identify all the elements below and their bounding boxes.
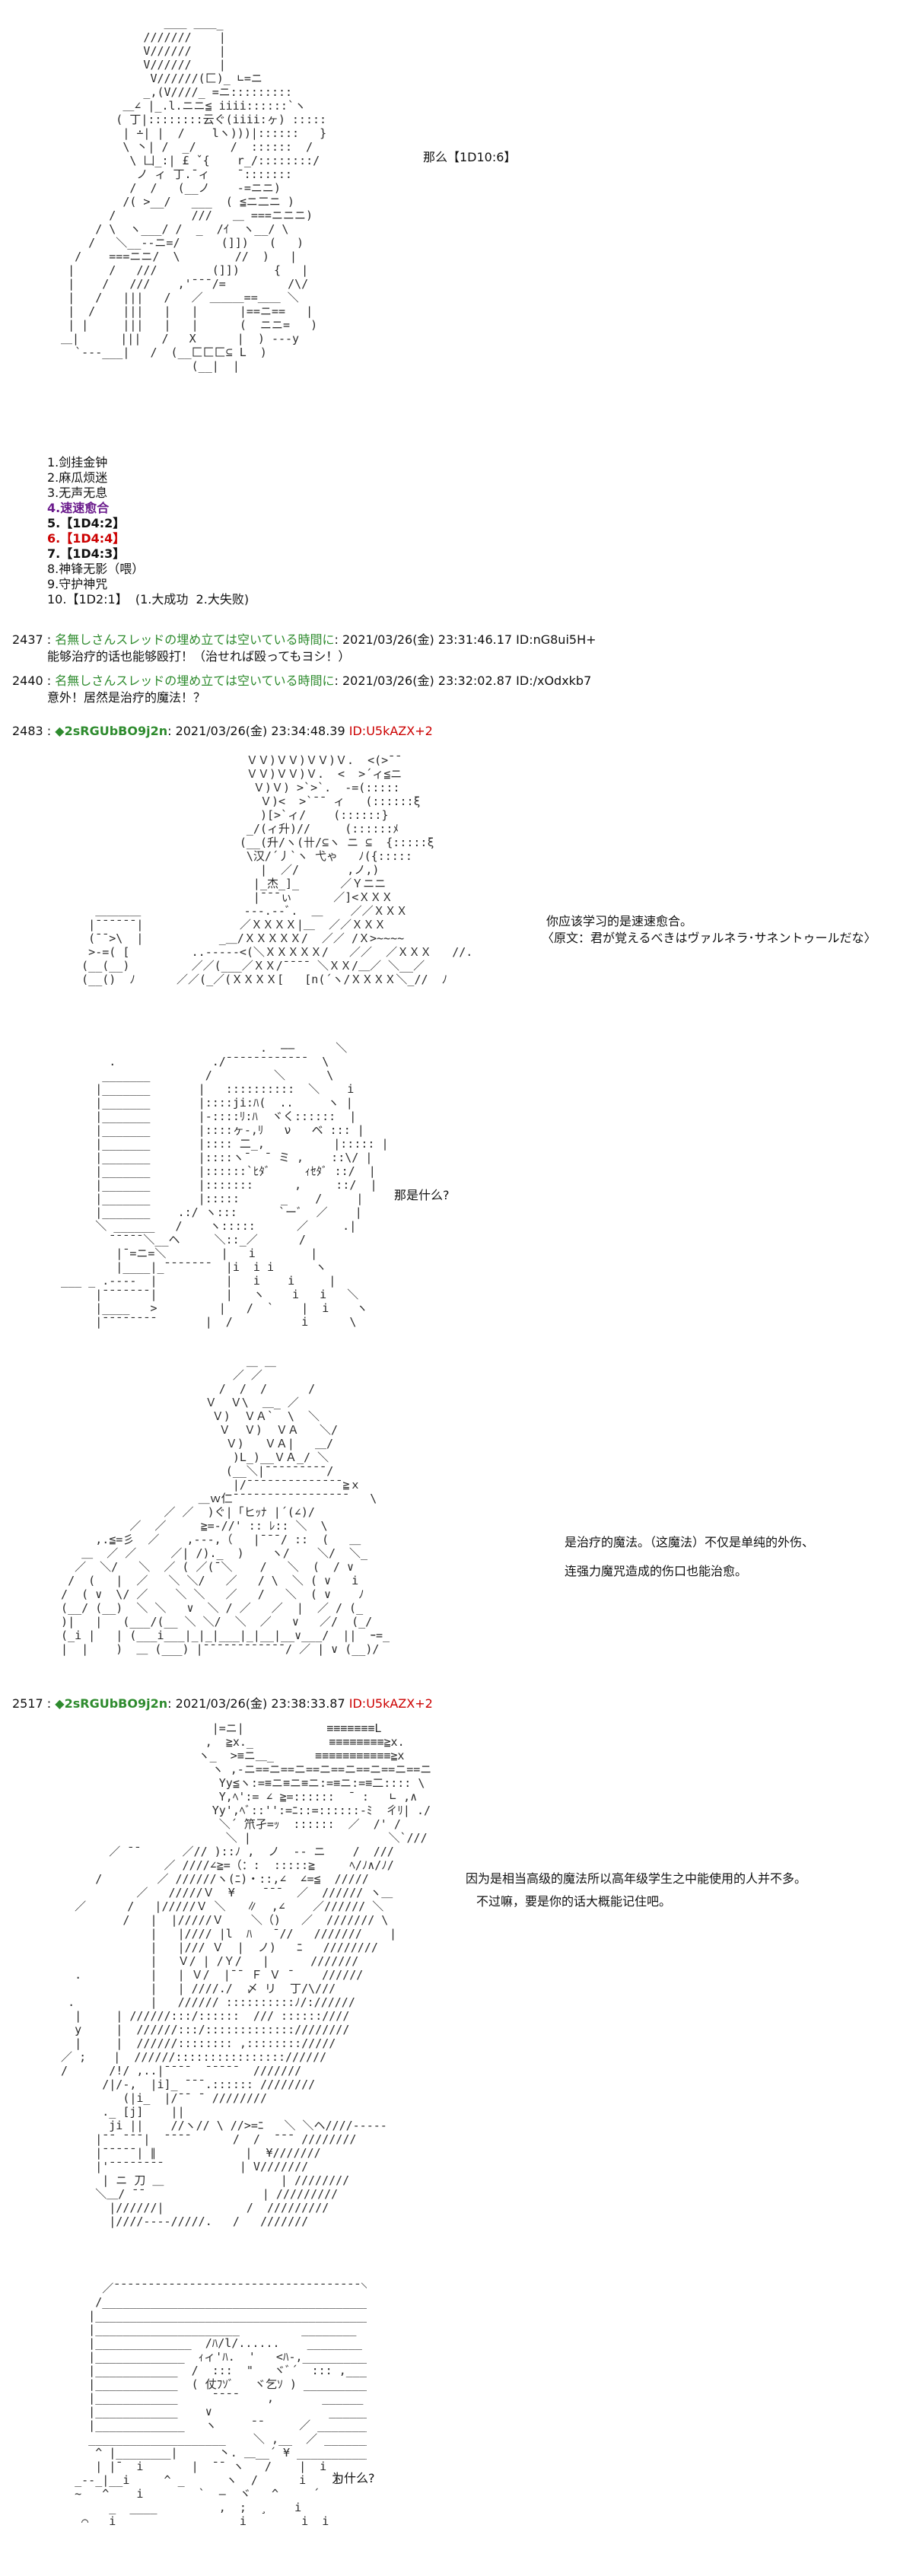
caption-line: 因为是相当高级的魔法所以高年级学生之中能使用的人并不多。 <box>466 1871 807 1886</box>
choice-item: 2.麻瓜烦迷 <box>47 470 108 485</box>
caption-line: 你应该学习的是速速愈合。 <box>546 914 693 928</box>
choice-item: 6.【1D4:4】 <box>47 531 126 546</box>
choice-item: 7.【1D4:3】 <box>47 546 126 561</box>
choice-item-selected: 4.速速愈合 <box>47 501 110 515</box>
caption-line: 不过嘛，要是你的话大概能记住吧。 <box>476 1894 672 1909</box>
choice-item: 9.守护神咒 <box>47 577 108 591</box>
poster-trip[interactable]: ◆2sRGUbBO9j2n <box>55 724 168 738</box>
choice-item: 1.剑挂金钟 <box>47 455 108 470</box>
caption-line: 那是什么? <box>394 1188 450 1202</box>
ascii-art-character-1: ＿＿ ＿＿_ /////// | V////// | V////// | V//… <box>61 17 327 373</box>
post-meta: : 2021/03/26(金) 23:34:48.39 <box>167 724 349 738</box>
post-header: 2483 : ◆2sRGUbBO9j2n: 2021/03/26(金) 23:3… <box>12 723 433 740</box>
dice-roll-caption: 那么【1D10:6】 <box>423 150 517 164</box>
post-number: 2440 : <box>12 673 52 688</box>
post-header: 2437 : 名無しさんスレッドの埋め立ては空いている時間に: 2021/03/… <box>12 632 596 648</box>
choice-item: 8.神锋无影（喂） <box>47 562 145 576</box>
caption-line: 是治疗的魔法。（这魔法）不仅是单纯的外伤、 <box>565 1535 815 1549</box>
post-number: 2483 : <box>12 724 52 738</box>
post-header: 2440 : 名無しさんスレッドの埋め立ては空いている時間に: 2021/03/… <box>12 673 591 689</box>
post-meta: : 2021/03/26(金) 23:32:02.87 ID:/xOdxkb7 <box>334 673 592 688</box>
post-number: 2437 : <box>12 632 52 647</box>
caption-original-note: 〈原文：君が覚えるべきはヴァルネラ･サネントゥールだな〉 <box>542 931 876 945</box>
ascii-art-character-5: |=ニ| ≡≡≡≡≡≡≡L , ≧x._ ≡≡≡≡≡≡≡≡≧x. ヽ_ >≡ニ＿… <box>61 1721 432 2228</box>
poster-trip[interactable]: ◆2sRGUbBO9j2n <box>55 1696 168 1711</box>
post-number: 2517 : <box>12 1696 52 1711</box>
post-header: 2517 : ◆2sRGUbBO9j2n: 2021/03/26(金) 23:3… <box>12 1696 433 1712</box>
choice-item: 5.【1D4:2】 <box>47 516 126 530</box>
spell-choice-list: 1.剑挂金钟 2.麻瓜烦迷 3.无声无息 4.速速愈合 5.【1D4:2】 6.… <box>47 455 249 607</box>
post-body: 意外！居然是治疗的魔法！？ <box>47 690 206 705</box>
poster-name[interactable]: 名無しさんスレッドの埋め立ては空いている時間に <box>55 632 335 647</box>
poster-id[interactable]: ID:U5kAZX+2 <box>348 724 433 738</box>
ascii-art-character-3: . —— ＼ . ./¯¯¯¯¯¯¯¯¯¯¯¯ \ _______ / ＼ \ … <box>61 1041 389 1329</box>
ascii-art-character-6: ／¯¯¯¯¯¯¯¯¯¯¯¯¯¯¯¯¯¯¯¯¯¯¯¯¯¯¯¯¯¯¯¯¯¯¯¯＼ /… <box>75 2281 367 2528</box>
caption-line: 为什么? <box>332 2471 375 2485</box>
choice-item: 3.无声无息 <box>47 486 108 500</box>
post-meta: : 2021/03/26(金) 23:38:33.87 <box>167 1696 349 1711</box>
poster-name[interactable]: 名無しさんスレッドの埋め立ては空いている時間に <box>55 673 335 688</box>
ascii-art-scene-2: ＶＶ)ＶＶ)ＶＶ)Ｖ. <(>¯¯ ＶＶ)ＶＶ)Ｖ. < >´ィ≦ニ Ｖ)Ｖ) … <box>81 753 473 986</box>
choice-item: 10.【1D2:1】 (1.大成功 2.大失败) <box>47 592 250 607</box>
poster-id[interactable]: ID:U5kAZX+2 <box>348 1696 433 1711</box>
caption-line: 连强力魔咒造成的伤口也能治愈。 <box>565 1564 748 1578</box>
ascii-art-scene-4: ＿ ＿ ／ ／ / / / / Ｖ Ｖ\ ＿_ ／ Ｖ) ＶＡ` \ ＼ Ｖ Ｖ… <box>61 1355 390 1656</box>
post-body: 能够治疗的话也能够殴打！（治せれば殴ってもヨシ！） <box>47 649 351 664</box>
post-meta: : 2021/03/26(金) 23:31:46.17 ID:nG8ui5H+ <box>334 632 596 647</box>
